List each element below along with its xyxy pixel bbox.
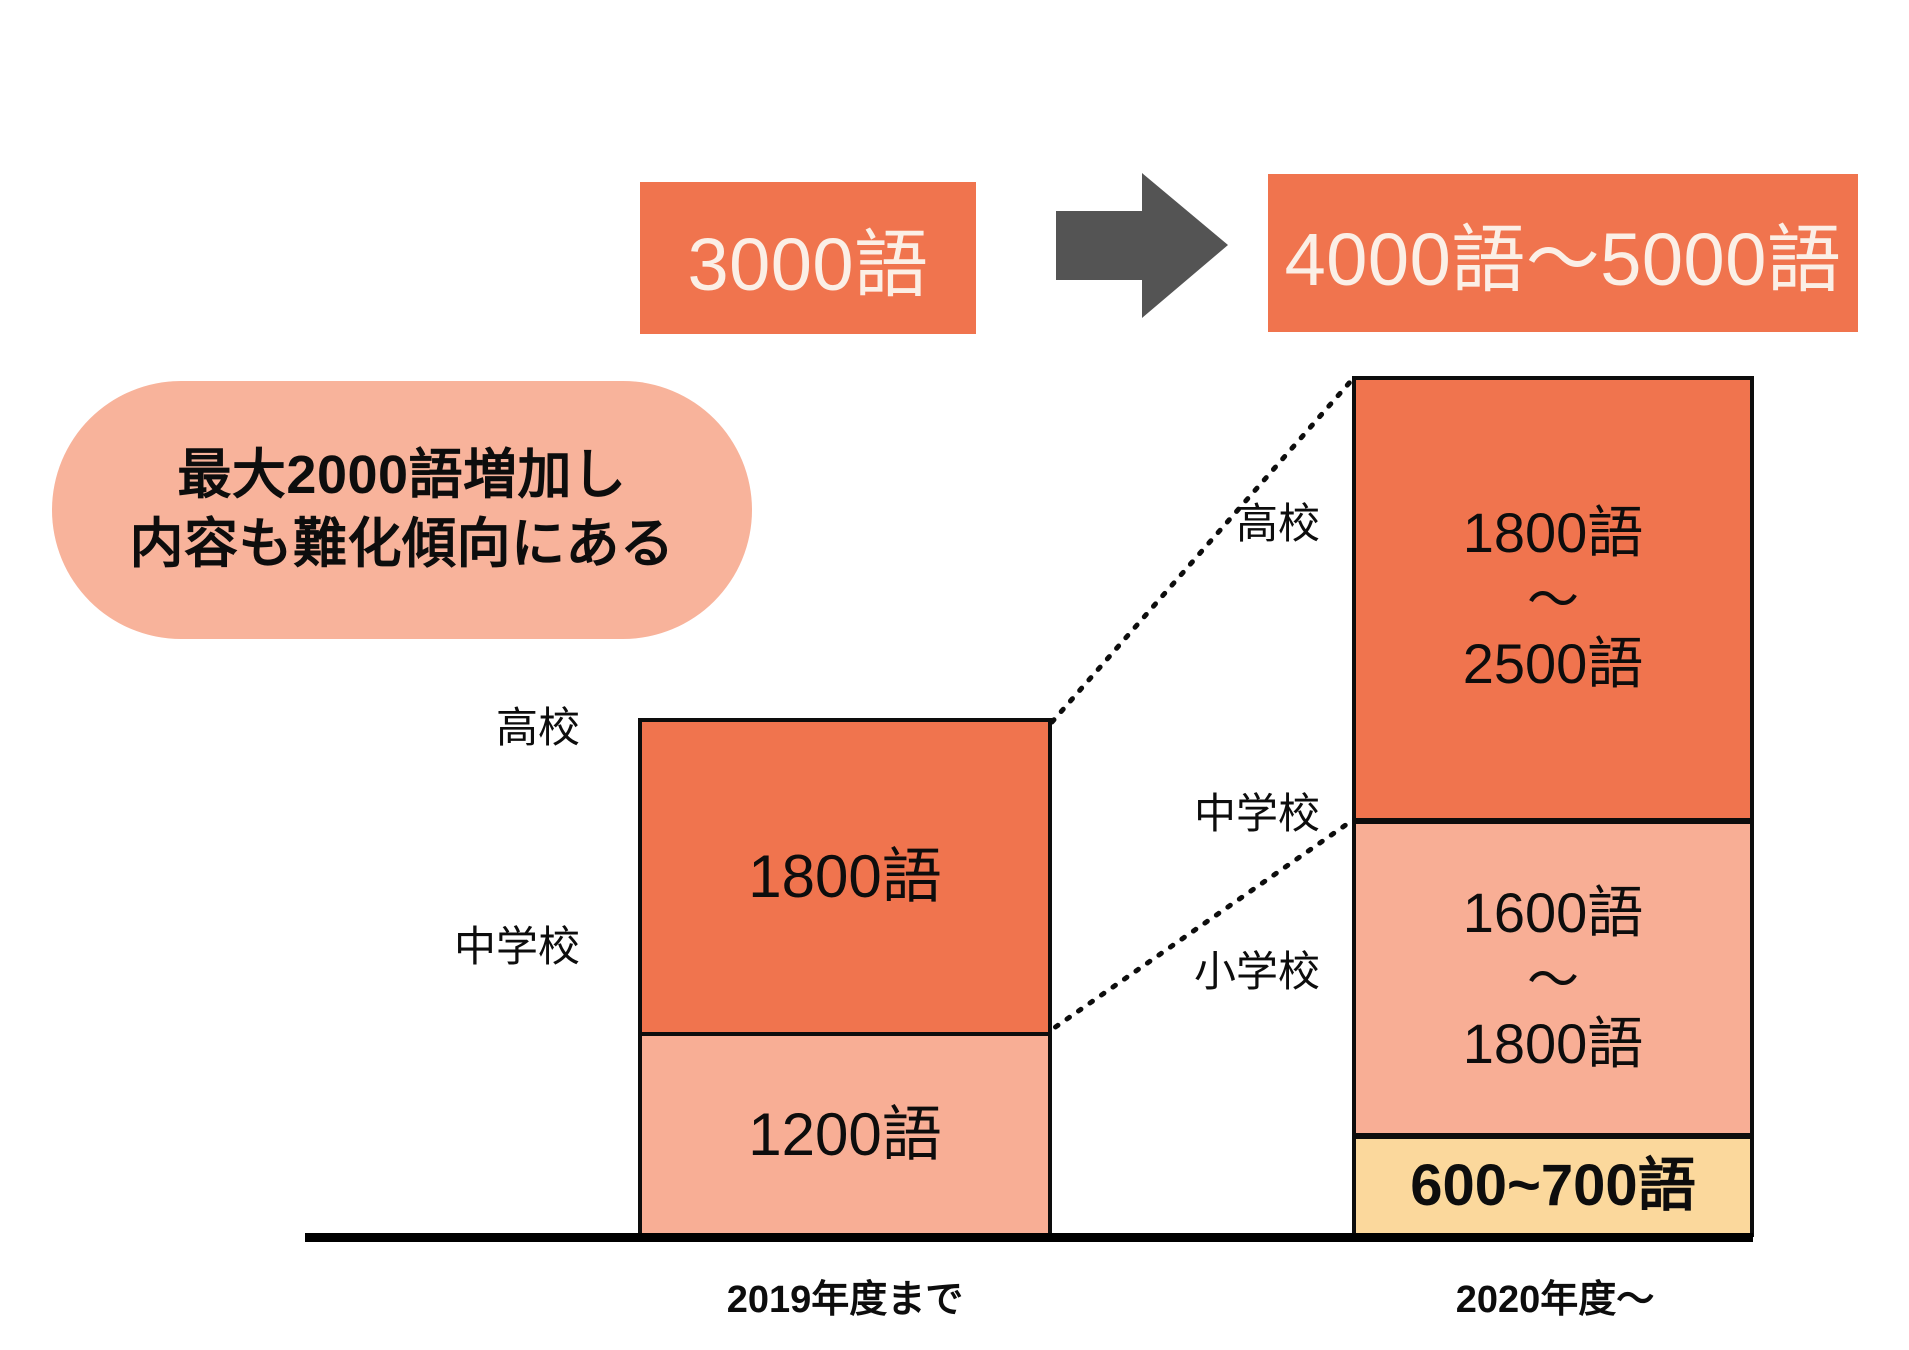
bar-segment-2020-junior-high: 1600語 〜 1800語 [1352, 820, 1754, 1137]
xaxis-label-2019: 2019年度まで [726, 1279, 964, 1321]
callout-line-2: 内容も難化傾向にある [129, 514, 675, 574]
bar-value-2020-high-school-max: 2500語 [1462, 632, 1644, 695]
total-words-before-label: 3000語 [687, 222, 929, 306]
level-label-2020-high-school: 高校 [1235, 500, 1320, 547]
total-words-after-box: 4000語〜5000語 [1268, 174, 1858, 332]
bar-value-2019-high-school: 1800語 [748, 843, 942, 911]
bar-value-2020-junior-high-max: 1800語 [1462, 1011, 1644, 1075]
level-label-2020-junior-high: 中学校 [1193, 790, 1320, 837]
bar-segment-2019-high-school: 1800語 [638, 718, 1052, 1036]
bar-value-2020-elementary: 600~700語 [1410, 1152, 1696, 1218]
connector-line-junior-high [1041, 819, 1353, 1038]
xaxis-label-2020: 2020年度〜 [1455, 1279, 1655, 1321]
total-words-after-label: 4000語〜5000語 [1284, 217, 1842, 301]
bar-value-2020-junior-high-min: 1600語 [1462, 880, 1644, 944]
bar-value-2020-high-school-min: 1800語 [1462, 501, 1644, 565]
bar-segment-2020-high-school: 1800語 〜 2500語 [1352, 376, 1754, 822]
callout-bubble: 最大2000語増加し 内容も難化傾向にある [52, 381, 752, 639]
level-label-2019-high-school: 高校 [495, 704, 580, 751]
bar-segment-2020-elementary: 600~700語 [1352, 1135, 1754, 1237]
level-label-2020-elementary: 小学校 [1193, 948, 1320, 995]
right-arrow-icon [1056, 173, 1228, 318]
level-label-2019-junior-high: 中学校 [453, 923, 580, 970]
bar-segment-2019-junior-high: 1200語 [638, 1032, 1052, 1237]
range-tilde-2020-junior-high: 〜 [1526, 951, 1579, 1010]
callout-line-1: 最大2000語増加し [177, 444, 627, 505]
bar-value-2019-junior-high: 1200語 [748, 1100, 942, 1168]
axis-baseline [305, 1233, 1753, 1242]
range-tilde-2020-high-school: 〜 [1526, 572, 1579, 630]
connector-line-high-school [1049, 379, 1353, 725]
total-words-before-box: 3000語 [640, 182, 976, 334]
